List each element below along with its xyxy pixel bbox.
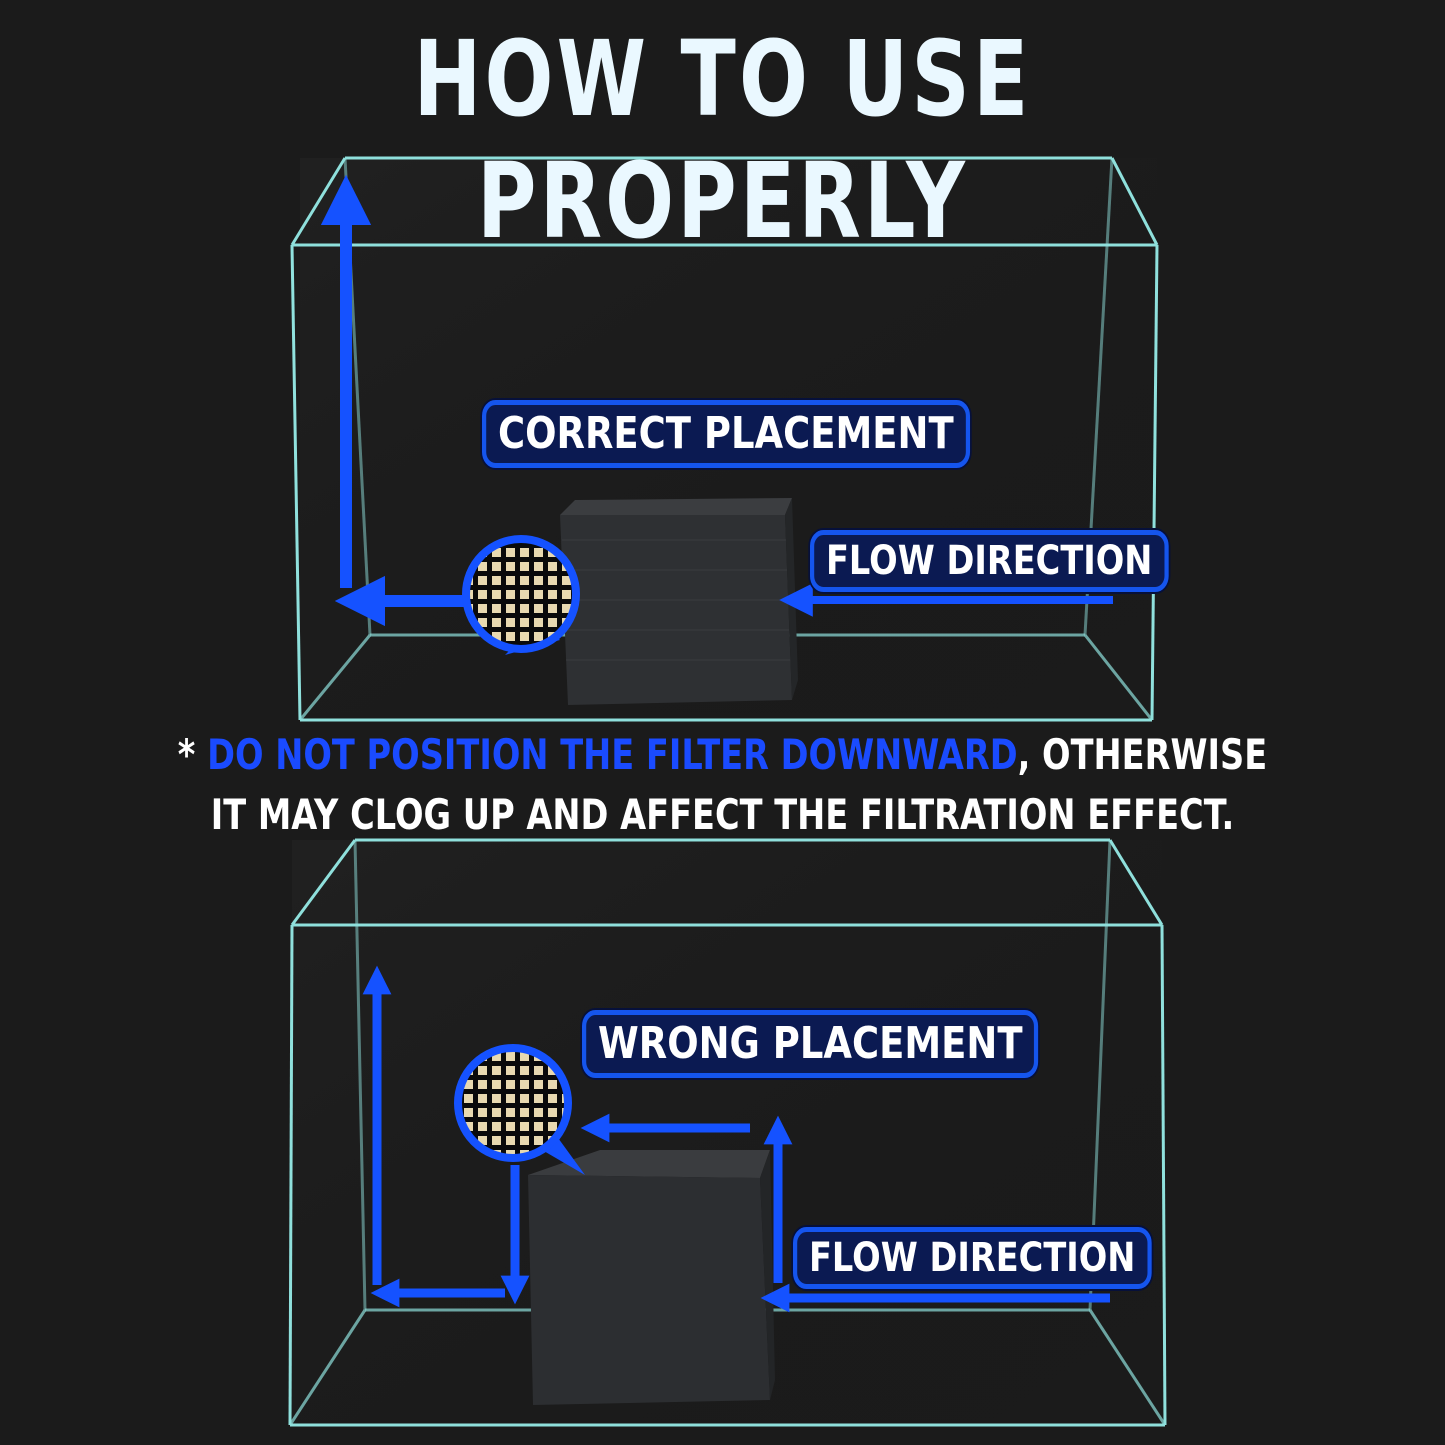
- page-title: HOW TO USE PROPERLY: [413, 18, 1032, 262]
- honeycomb-magnifier-icon: [462, 535, 580, 655]
- warning-highlight: DO NOT POSITION THE FILTER DOWNWARD: [207, 730, 1018, 779]
- top-flow-arrows: [320, 174, 1113, 627]
- warning-marker: *: [177, 730, 208, 779]
- filter-cube-icon: [560, 498, 798, 705]
- honeycomb-magnifier-icon: [454, 1044, 585, 1175]
- bottom-flow-arrows: [362, 965, 1110, 1313]
- correct-placement-label: CORRECT PLACEMENT: [482, 400, 970, 468]
- warning-line-2: IT MAY CLOG UP AND AFFECT THE FILTRATION…: [210, 790, 1235, 839]
- filter-cube-icon: [528, 1150, 775, 1405]
- bottom-flow-direction-label: FLOW DIRECTION: [793, 1227, 1152, 1289]
- top-flow-direction-label: FLOW DIRECTION: [810, 530, 1169, 592]
- wrong-placement-label: WRONG PLACEMENT: [582, 1010, 1039, 1078]
- warning-line-1-rest: , OTHERWISE: [1017, 730, 1268, 779]
- warning-line-1: * DO NOT POSITION THE FILTER DOWNWARD, O…: [145, 730, 1301, 779]
